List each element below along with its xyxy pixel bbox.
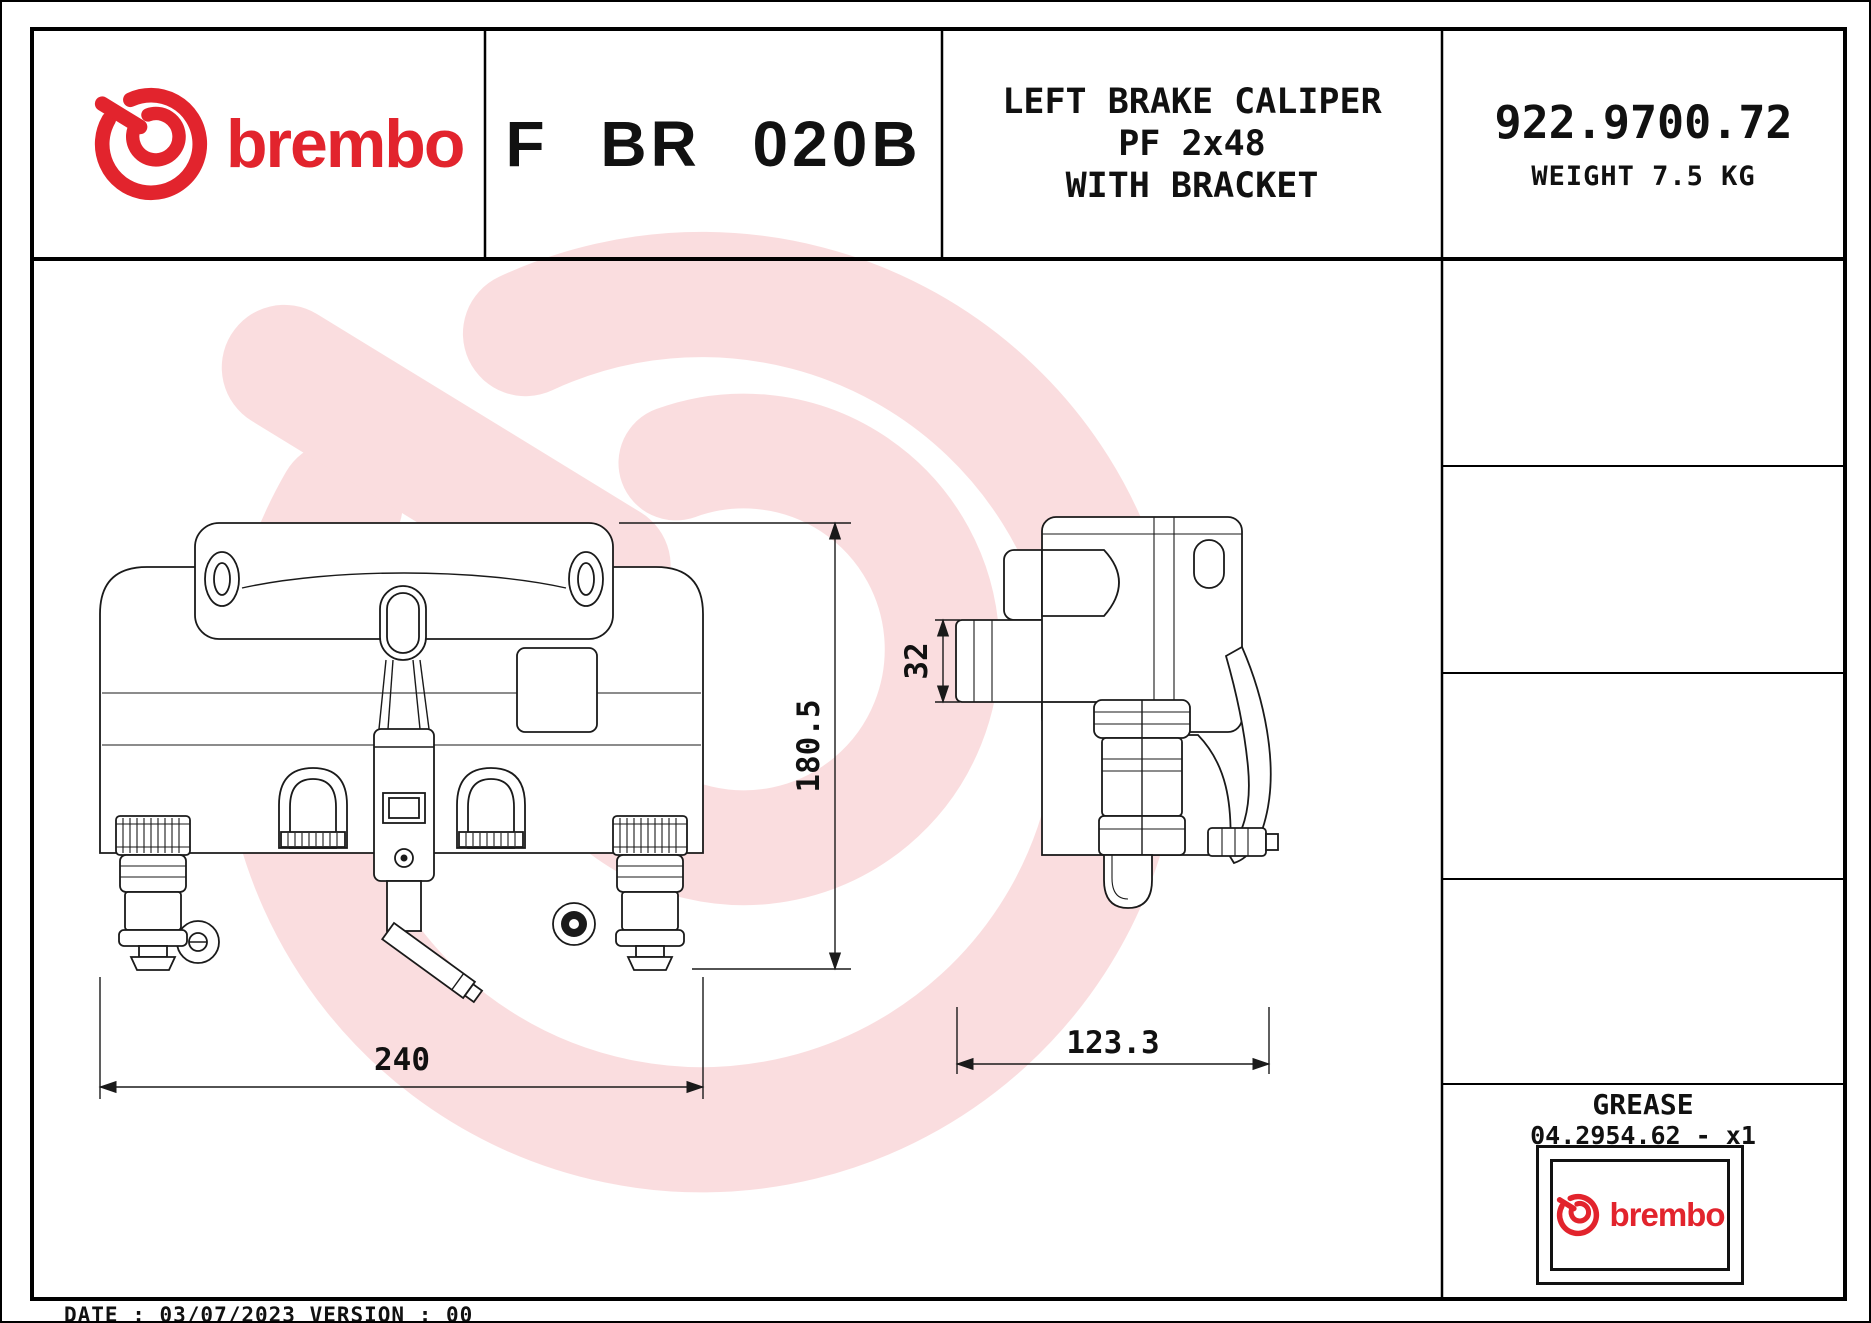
dim-side-notch-label: 32	[899, 642, 935, 680]
brand-logo-header: brembo	[90, 82, 465, 206]
grease-brand-box-inner: brembo	[1550, 1159, 1730, 1271]
description-line-1: LEFT BRAKE CALIPER	[1002, 82, 1382, 122]
part-number-cell: 922.9700.72 WEIGHT 7.5 KG	[1442, 29, 1845, 259]
dim-front-height-label: 180.5	[791, 699, 827, 793]
part-description: LEFT BRAKE CALIPER PF 2x48 WITH BRACKET	[942, 29, 1442, 259]
brembo-logo-icon	[90, 83, 212, 205]
sheet-frame	[30, 27, 1847, 1301]
brembo-logo-icon-small	[1555, 1192, 1601, 1238]
part-number: 922.9700.72	[1494, 96, 1793, 149]
dim-side-depth-label: 123.3	[1066, 1025, 1160, 1061]
weight-label: WEIGHT 7.5 KG	[1531, 161, 1756, 192]
caliper-front-view	[99, 522, 704, 1004]
brand-wordmark: brembo	[226, 106, 465, 182]
dim-front-width-label: 240	[374, 1042, 430, 1078]
part-code: F BR 020B	[505, 108, 922, 180]
description-line-3: WITH BRACKET	[1065, 166, 1319, 206]
grease-title: GREASE	[1592, 1088, 1694, 1121]
brand-wordmark-small: brembo	[1609, 1196, 1725, 1233]
dimension-lines	[98, 521, 1271, 1099]
description-line-2: PF 2x48	[1118, 124, 1266, 164]
caliper-side-view	[955, 516, 1279, 909]
grease-brand-box: brembo	[1536, 1145, 1744, 1285]
date-version-line: DATE : 03/07/2023 VERSION : 00	[64, 1303, 474, 1323]
